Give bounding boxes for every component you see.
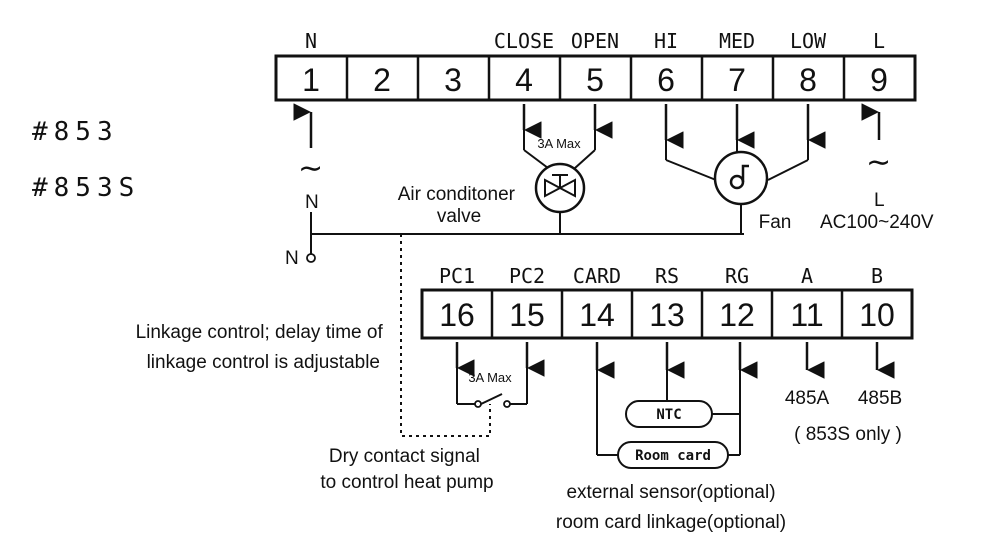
terminal-12-label: RG [725, 264, 749, 288]
rs485-wiring: 485A 485B ( 853S only ) [785, 342, 902, 445]
rs485-a-label: 485A [785, 388, 830, 409]
terminal-10-label: B [871, 264, 883, 288]
linkage-label: Linkage control; delay time of linkage c… [136, 322, 388, 373]
terminal-11-number: 11 [790, 297, 823, 333]
model-label-853: #853 [32, 117, 119, 147]
rs485-b-label: 485B [858, 388, 902, 409]
neutral-node-icon [306, 253, 316, 263]
terminal-12-number: 12 [719, 297, 755, 333]
terminal-13-label: RS [655, 264, 679, 288]
sensor-card-wiring: NTC Room card [595, 342, 758, 469]
terminal-9-label: L [873, 29, 885, 53]
terminal-5-number: 5 [586, 62, 604, 98]
relay-contact-icon [503, 400, 511, 408]
ntc-label: NTC [656, 407, 681, 423]
terminal-16-number: 16 [439, 297, 475, 333]
ac-range-label: AC100~240V [820, 212, 934, 233]
line-input: ∼ L AC100~240V [820, 103, 934, 233]
room-card-linkage-note: room card linkage(optional) [556, 512, 786, 533]
neutral-input: ∼ N N [285, 103, 744, 269]
dry-contact-label: Dry contact signal to control heat pump [320, 446, 493, 493]
dry-contact-signal-line [400, 234, 491, 437]
terminal-11-label: A [801, 264, 813, 288]
terminal-4-number: 4 [515, 62, 533, 98]
terminal-4-label: CLOSE [494, 29, 554, 53]
terminal-5-label: OPEN [571, 29, 619, 53]
terminal-14-number: 14 [579, 297, 615, 333]
terminal-13-number: 13 [649, 297, 685, 333]
terminal-6-label: HI [654, 29, 678, 53]
fan-label: Fan [759, 212, 792, 233]
terminal-15-number: 15 [509, 297, 545, 333]
terminal-3-number: 3 [444, 62, 462, 98]
fan-wiring: Fan [664, 104, 826, 234]
terminal-8-label: LOW [790, 29, 827, 53]
terminal-10-number: 10 [859, 297, 895, 333]
terminal-15-label: PC2 [509, 264, 545, 288]
terminal-16-label: PC1 [439, 264, 475, 288]
terminal-7-number: 7 [728, 62, 746, 98]
terminal-7-label: MED [719, 29, 755, 53]
terminal-14-label: CARD [573, 264, 621, 288]
terminal-2-number: 2 [373, 62, 391, 98]
ac-symbol-left: ∼ [298, 151, 323, 186]
ac-symbol-right: ∼ [866, 145, 891, 180]
room-card [617, 441, 729, 469]
valve-icon [534, 162, 586, 214]
neutral-label: N [305, 192, 319, 213]
relay-contact-icon [474, 400, 482, 408]
fan-icon [713, 150, 769, 206]
terminal-6-number: 6 [657, 62, 675, 98]
terminal-1-number: 1 [302, 62, 320, 98]
terminal-9-number: 9 [870, 62, 888, 98]
top-terminal-block [274, 54, 917, 102]
line-label: L [874, 190, 885, 211]
relay-max-label: 3A Max [468, 370, 512, 385]
terminal-8-number: 8 [799, 62, 817, 98]
terminal-1-label: N [305, 29, 317, 53]
only-853s-label: ( 853S only ) [794, 424, 902, 445]
valve-name-label: Air conditoner valve [398, 184, 521, 227]
linkage-relay: 3A Max [455, 342, 545, 408]
bottom-terminal-block [420, 288, 914, 340]
model-label-853s: #853S [32, 173, 140, 203]
neutral-node-label: N [285, 248, 299, 269]
valve-max-label: 3A Max [537, 136, 581, 151]
ntc-sensor [625, 400, 713, 428]
external-sensor-note: external sensor(optional) [566, 482, 775, 503]
valve-wiring: 3A Max Air conditoner valve [398, 104, 613, 234]
room-card-label: Room card [635, 448, 711, 464]
